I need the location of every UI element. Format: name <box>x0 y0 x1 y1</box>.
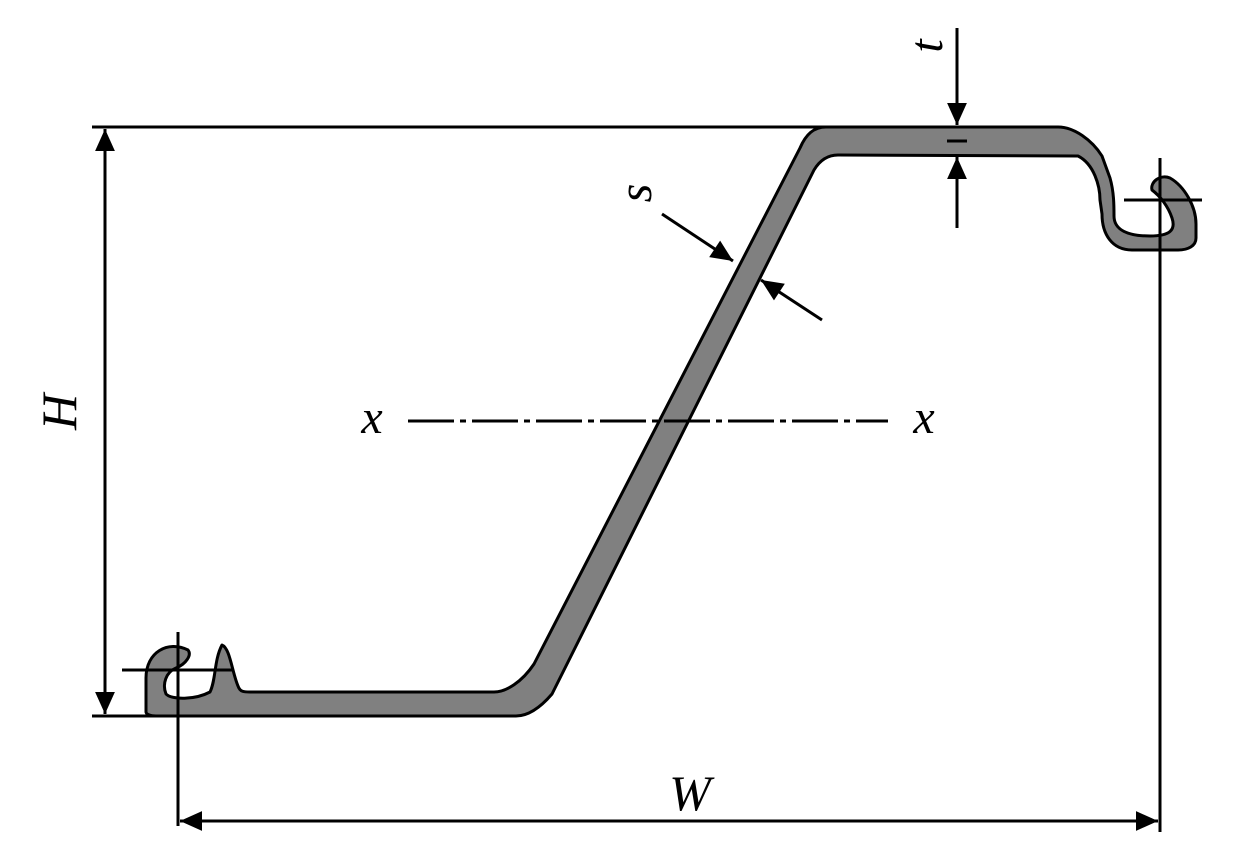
axis-label-left: x <box>360 391 382 444</box>
web-thickness-label: s <box>609 184 662 203</box>
flange-thickness-label: t <box>900 38 953 53</box>
height-label: H <box>31 391 87 431</box>
thickness-s-lower-arrow <box>760 278 823 322</box>
width-label: W <box>669 765 715 821</box>
axis-label-right: x <box>912 391 934 444</box>
thickness-s-upper-arrow <box>661 212 734 263</box>
